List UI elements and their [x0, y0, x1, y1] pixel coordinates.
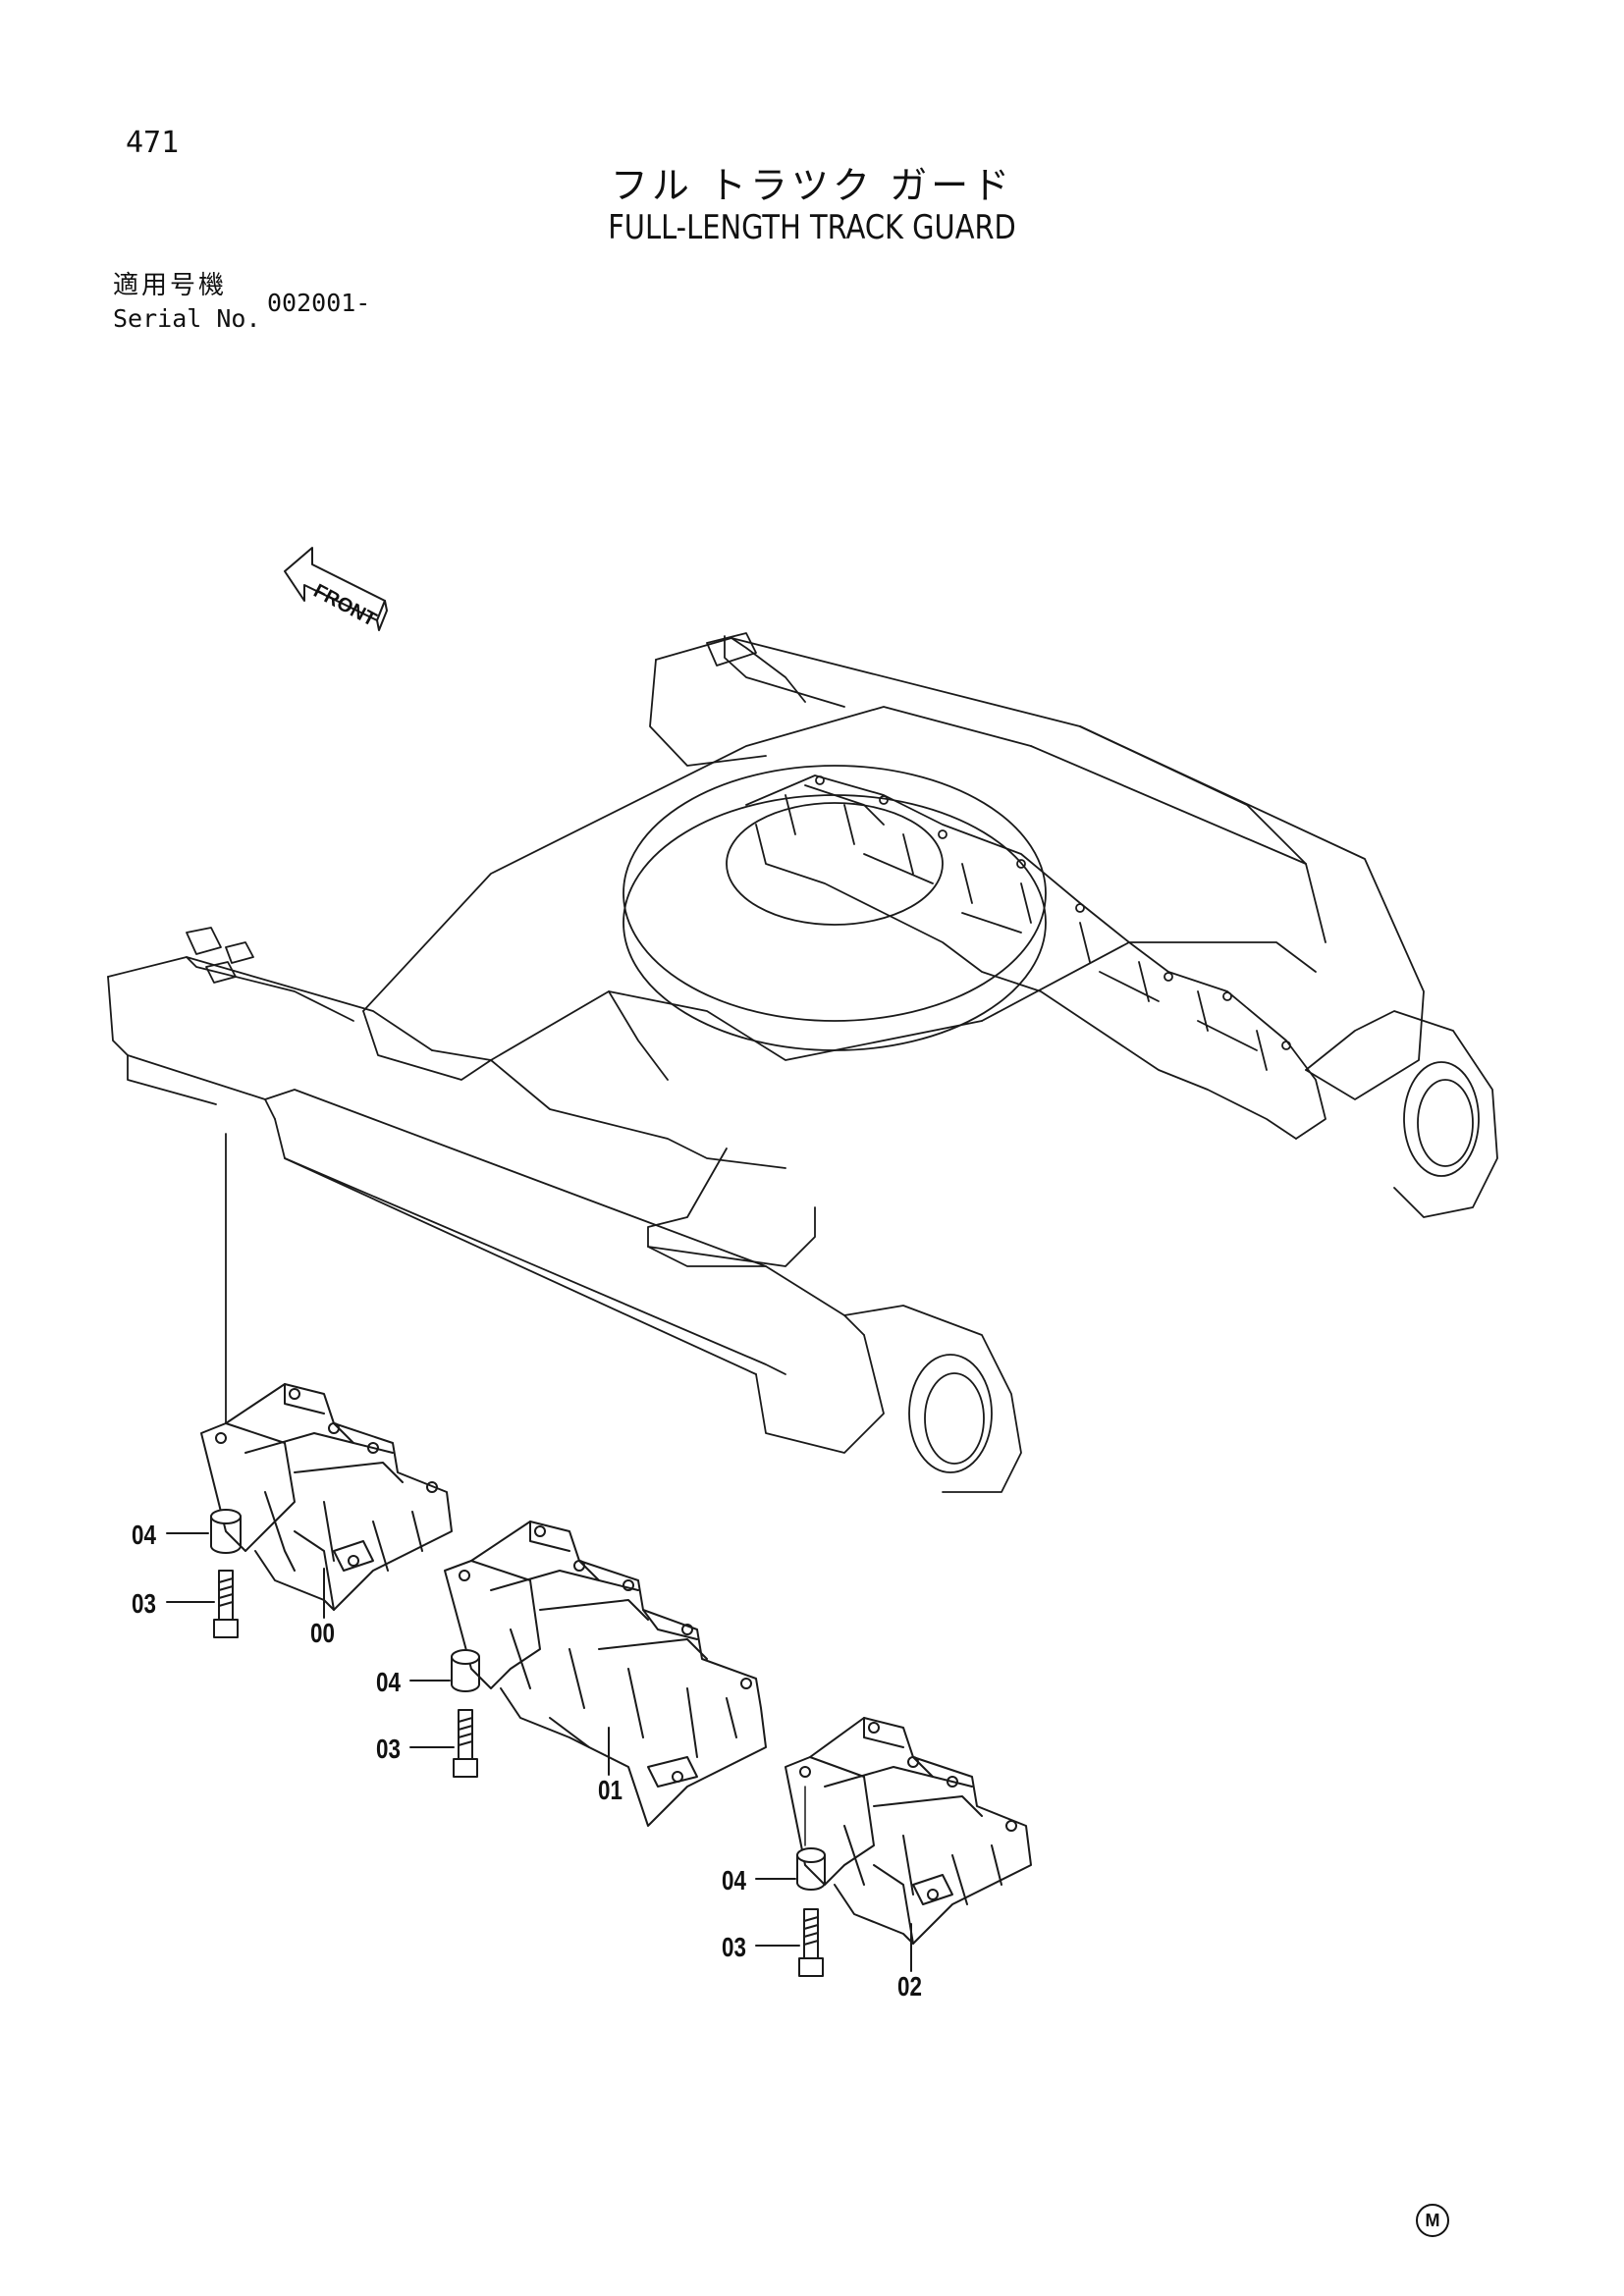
serial-label-japanese: 適用号機: [113, 271, 228, 300]
callout-00: 00: [310, 1618, 335, 1648]
callout-03-a: 03: [132, 1588, 156, 1619]
track-guard-02: [785, 1717, 1032, 1945]
bolt-03-a: [213, 1570, 239, 1638]
callout-04-a: 04: [132, 1520, 156, 1550]
serial-number-value: 002001-: [267, 289, 371, 317]
track-guard-00: [200, 1383, 453, 1611]
manufacturer-mark: M: [1416, 2204, 1449, 2237]
front-arrow-icon: FRONT: [284, 547, 388, 631]
mounted-track-guard-rear: [745, 774, 1326, 1140]
undercarriage-frame: [107, 632, 1498, 1493]
title-japanese: フル トラツク ガード: [610, 164, 1014, 207]
callout-02: 02: [897, 1971, 922, 2002]
collar-04-a: [210, 1509, 242, 1554]
collar-04-b: [451, 1649, 480, 1692]
callout-03-b: 03: [376, 1734, 401, 1764]
bolt-03-b: [453, 1709, 478, 1778]
callout-04-c: 04: [722, 1865, 746, 1896]
callout-03-c: 03: [722, 1932, 746, 1962]
callout-01: 01: [598, 1775, 623, 1805]
bolt-03-c: [798, 1908, 824, 1977]
collar-04-c: [796, 1847, 826, 1891]
title-english: FULL-LENGTH TRACK GUARD: [608, 208, 1016, 247]
page-number: 471: [126, 126, 180, 160]
callout-04-b: 04: [376, 1667, 401, 1697]
serial-label-english: Serial No.: [113, 304, 261, 333]
